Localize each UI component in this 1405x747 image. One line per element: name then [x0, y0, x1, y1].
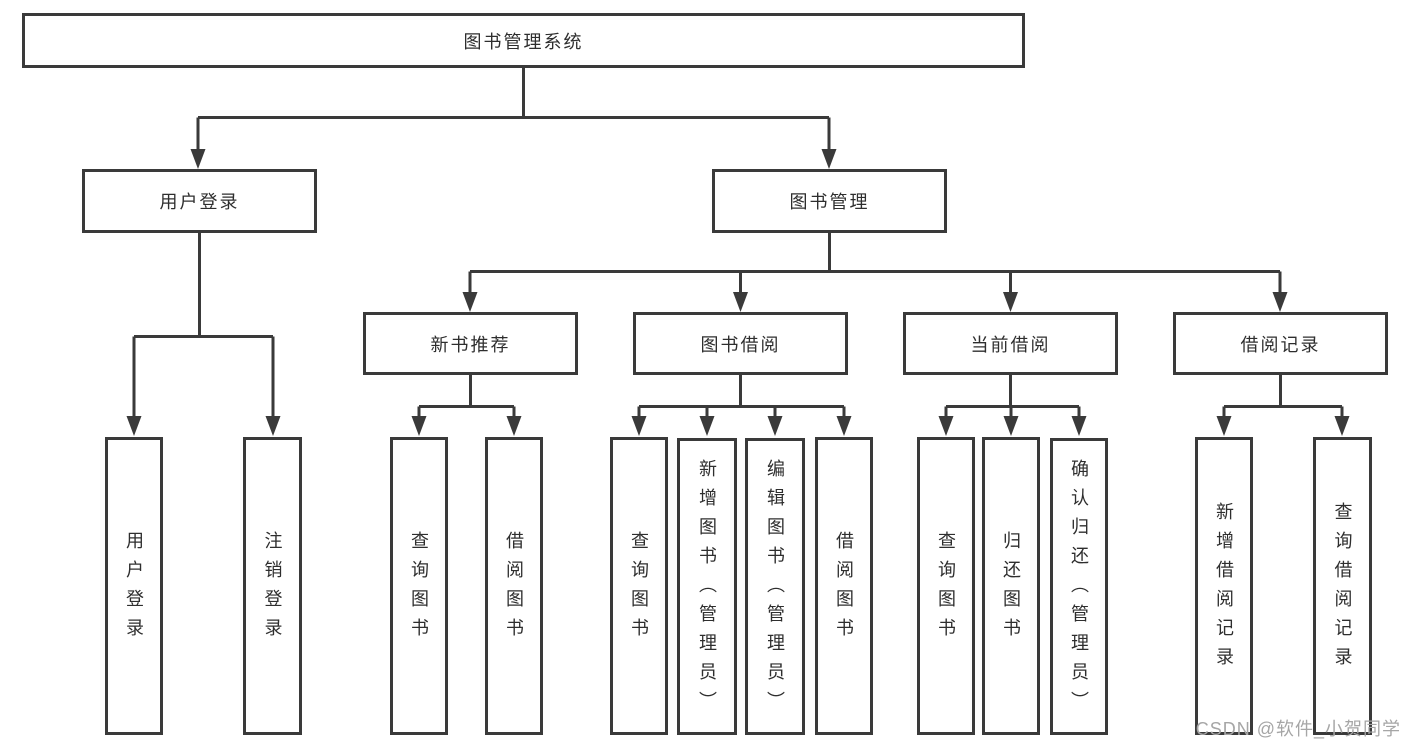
- node-leaf-borrow-book-1: 借阅图书: [485, 437, 543, 735]
- node-leaf-edit-book-admin: 编辑图书（管理员）: [745, 438, 805, 735]
- node-leaf-confirm-return-admin: 确认归还（管理员）: [1050, 438, 1108, 735]
- node-current-borrow: 当前借阅: [903, 312, 1118, 375]
- csdn-watermark: CSDN @软件_小贺同学: [1195, 719, 1401, 739]
- node-leaf-query-book-2: 查询图书: [610, 437, 668, 735]
- node-leaf-add-book-admin: 新增图书（管理员）: [677, 438, 737, 735]
- node-book-borrow: 图书借阅: [633, 312, 848, 375]
- node-book-management: 图书管理: [712, 169, 947, 233]
- node-leaf-return-book: 归还图书: [982, 437, 1040, 735]
- node-leaf-borrow-book-2: 借阅图书: [815, 437, 873, 735]
- node-leaf-query-book-3: 查询图书: [917, 437, 975, 735]
- node-leaf-logout: 注销登录: [243, 437, 302, 735]
- node-leaf-query-book-1: 查询图书: [390, 437, 448, 735]
- node-borrow-record: 借阅记录: [1173, 312, 1388, 375]
- node-leaf-user-login: 用户登录: [105, 437, 163, 735]
- node-new-book-recommend: 新书推荐: [363, 312, 578, 375]
- node-leaf-add-borrow-record: 新增借阅记录: [1195, 437, 1253, 735]
- node-root: 图书管理系统: [22, 13, 1025, 68]
- node-user-login: 用户登录: [82, 169, 317, 233]
- arrowheads: [126, 149, 1350, 436]
- node-leaf-query-borrow-record: 查询借阅记录: [1313, 437, 1372, 735]
